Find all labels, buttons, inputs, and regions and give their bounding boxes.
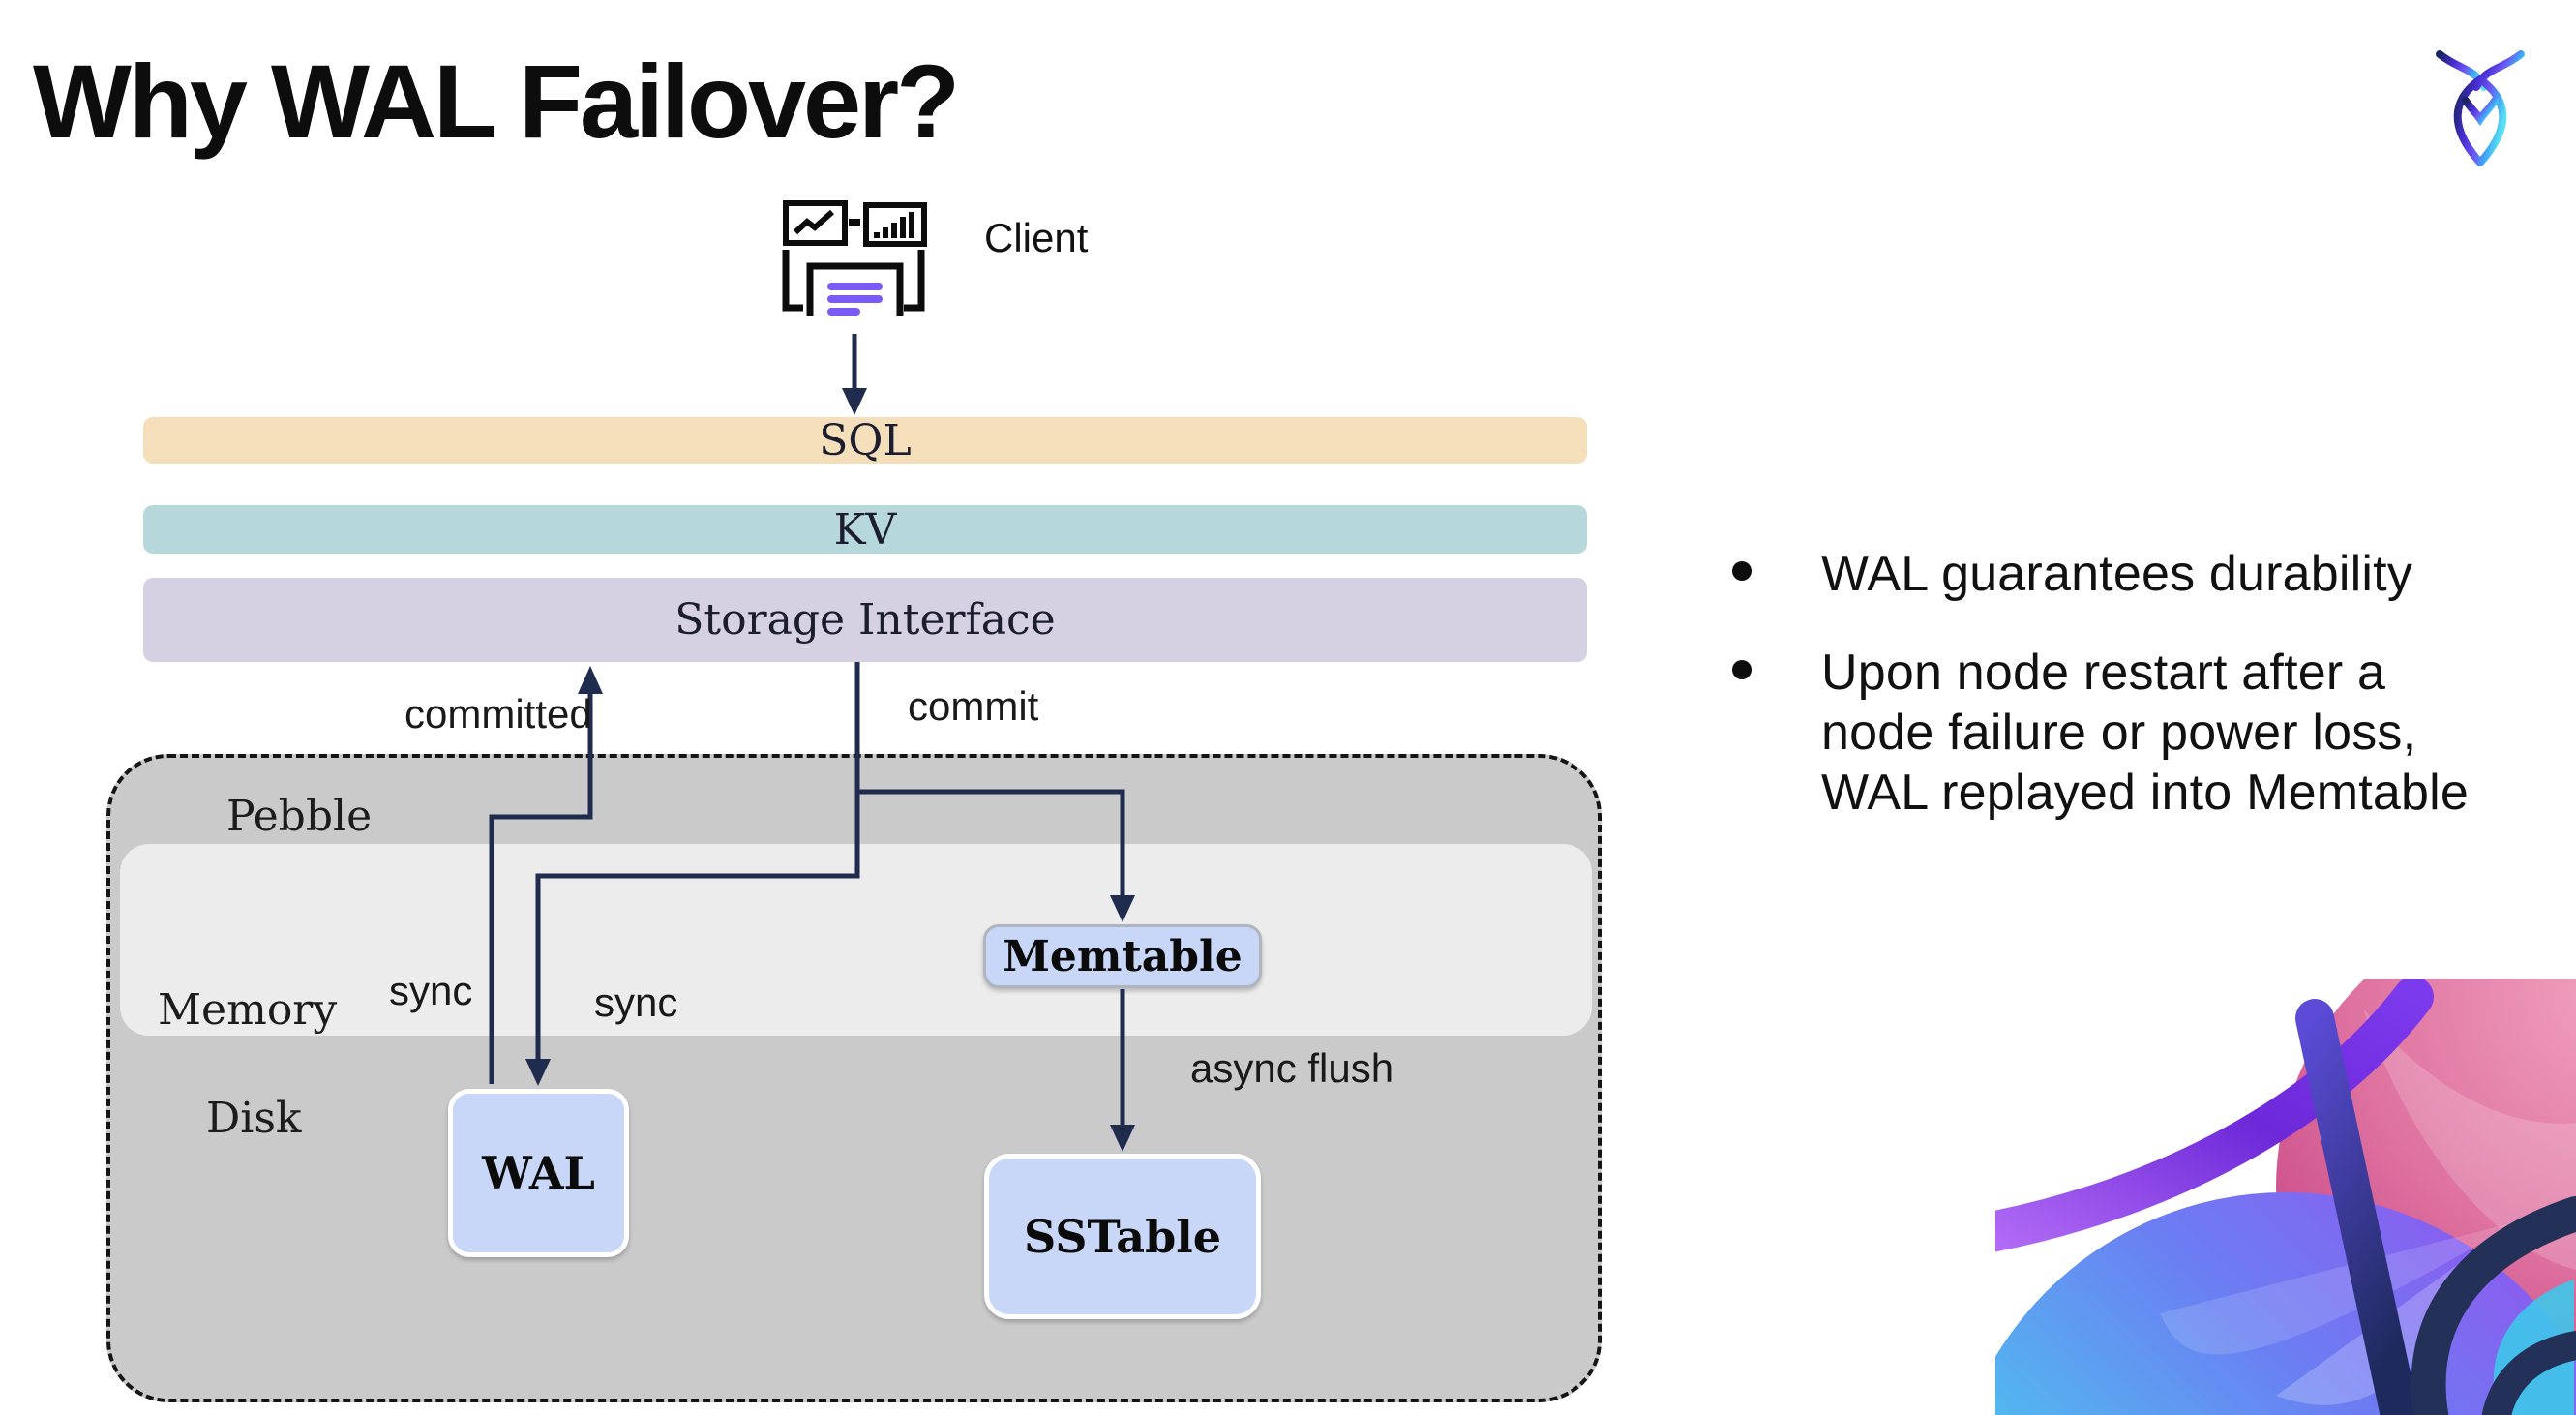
bullet-item: WAL guarantees durability [1732,544,2564,604]
client-icon [780,197,927,316]
slide-title: Why WAL Failover? [33,43,960,160]
committed-edge-label: committed [404,691,592,737]
bullet-text: WAL guarantees durability [1821,546,2413,602]
wal-node: WAL [448,1089,629,1257]
memtable-node: Memtable [983,924,1262,988]
sync-right-edge-label: sync [594,979,678,1025]
bullet-item: Upon node restart after a node failure o… [1732,643,2564,823]
async-flush-edge-label: async flush [1190,1045,1394,1091]
kv-layer-bar: KV [143,505,1587,555]
cockroachdb-corner-art-icon [1995,979,2576,1415]
memory-band [120,844,1592,1036]
bullet-text: Upon node restart after a node failure o… [1821,645,2469,821]
bullet-dot [1732,561,1752,581]
pebble-label: Pebble [226,792,373,841]
commit-edge-label: commit [908,683,1039,729]
cockroachdb-logo-icon [2427,41,2533,166]
disk-label: Disk [206,1094,302,1143]
client-label: Client [984,215,1089,260]
sstable-node: SSTable [984,1154,1261,1319]
sync-left-edge-label: sync [389,968,473,1013]
bullet-dot [1732,660,1752,679]
memory-label: Memory [158,985,338,1035]
storage-interface-bar: Storage Interface [143,578,1587,662]
sql-layer-bar: SQL [143,416,1587,466]
